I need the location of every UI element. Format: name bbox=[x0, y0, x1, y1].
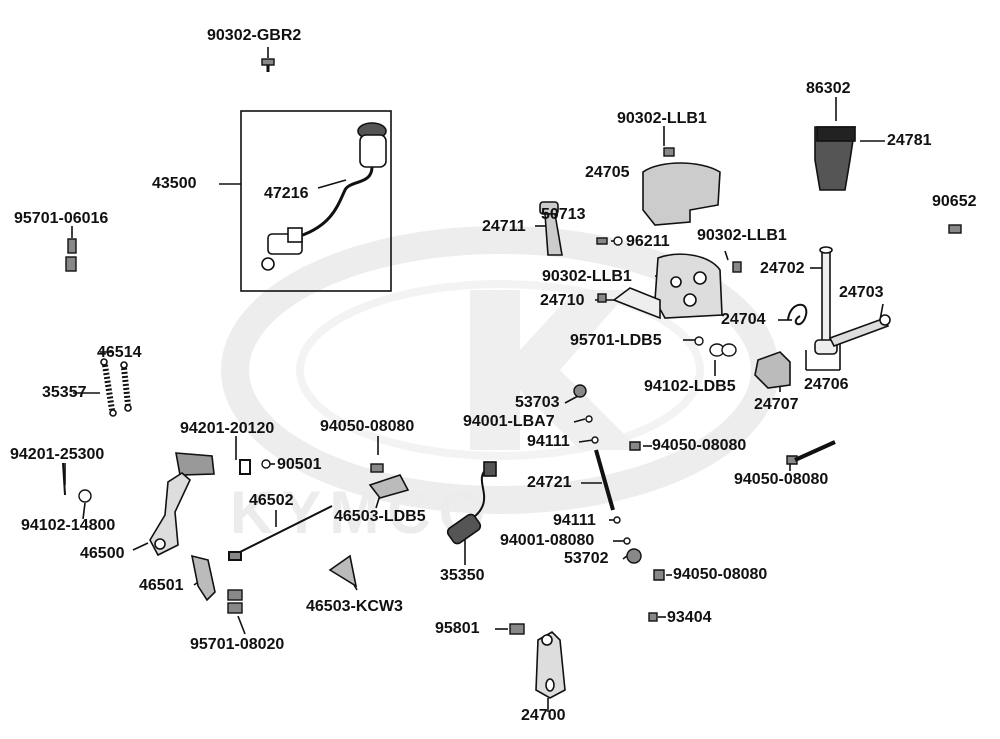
label-94001-08080: 94001-08080 bbox=[500, 532, 595, 549]
label-24710: 24710 bbox=[540, 292, 585, 309]
label-94111-bot: 94111 bbox=[553, 512, 596, 529]
label-43500: 43500 bbox=[152, 175, 197, 192]
label-90302-llb1-mid: 90302-LLB1 bbox=[542, 268, 632, 285]
label-47216: 47216 bbox=[264, 185, 309, 202]
label-46501: 46501 bbox=[139, 577, 184, 594]
label-46514: 46514 bbox=[97, 344, 142, 361]
label-24705: 24705 bbox=[585, 164, 630, 181]
label-53703: 53703 bbox=[515, 394, 560, 411]
label-24703: 24703 bbox=[839, 284, 884, 301]
label-24707: 24707 bbox=[754, 396, 799, 413]
label-86302: 86302 bbox=[806, 80, 851, 97]
shaft-drawing bbox=[814, 246, 838, 355]
label-95801: 95801 bbox=[435, 620, 480, 637]
label-90652: 90652 bbox=[932, 193, 977, 210]
grip-drawing bbox=[814, 126, 856, 191]
label-35357: 35357 bbox=[42, 384, 87, 401]
label-96211: 96211 bbox=[626, 233, 670, 250]
label-24711: 24711 bbox=[482, 218, 526, 235]
reservoir-assembly-drawing bbox=[261, 122, 387, 271]
cable-clip-drawing bbox=[328, 554, 358, 588]
label-24704: 24704 bbox=[721, 311, 766, 328]
label-94102-ldb5: 94102-LDB5 bbox=[644, 378, 736, 395]
label-46503-ldb5: 46503-LDB5 bbox=[334, 508, 426, 525]
bracket-drawing bbox=[612, 253, 723, 320]
label-94201-20120: 94201-20120 bbox=[180, 420, 275, 437]
leader-47216 bbox=[317, 179, 347, 189]
cable-drawing bbox=[228, 459, 333, 561]
cover-drawing bbox=[642, 162, 721, 226]
label-93404: 93404 bbox=[667, 609, 712, 626]
label-24721: 24721 bbox=[527, 474, 572, 491]
label-94201-25300: 94201-25300 bbox=[10, 446, 105, 463]
label-94102-14800: 94102-14800 bbox=[21, 517, 116, 534]
label-90302-llb1-right: 90302-LLB1 bbox=[697, 227, 787, 244]
label-95701-08020: 95701-08020 bbox=[190, 636, 285, 653]
spring-drawing bbox=[787, 303, 808, 326]
label-24702: 24702 bbox=[760, 260, 805, 277]
cable-bracket-drawing bbox=[368, 474, 410, 499]
label-24700: 24700 bbox=[521, 707, 566, 724]
switch-drawing bbox=[446, 461, 497, 545]
label-95701-06016: 95701-06016 bbox=[14, 210, 109, 227]
label-35350: 35350 bbox=[440, 567, 485, 584]
lower-arm-drawing bbox=[535, 631, 566, 699]
label-53702: 53702 bbox=[564, 550, 609, 567]
label-46503-kcw3: 46503-KCW3 bbox=[306, 598, 403, 615]
label-90501: 90501 bbox=[277, 456, 322, 473]
label-94050-08080-d: 94050-08080 bbox=[673, 566, 768, 583]
label-46502: 46502 bbox=[249, 492, 294, 509]
label-24706: 24706 bbox=[804, 376, 849, 393]
arm-drawing bbox=[190, 554, 216, 602]
bolt-drawing bbox=[794, 440, 836, 462]
label-94050-08080-a: 94050-08080 bbox=[320, 418, 415, 435]
label-90302-llb1-top: 90302-LLB1 bbox=[617, 110, 707, 127]
label-50713: 50713 bbox=[541, 206, 586, 223]
label-24781: 24781 bbox=[887, 132, 932, 149]
springs-drawing bbox=[62, 358, 132, 496]
small-bracket-drawing bbox=[754, 351, 791, 389]
label-90302-gbr2: 90302-GBR2 bbox=[207, 27, 302, 44]
label-95701-ldb5: 95701-LDB5 bbox=[570, 332, 662, 349]
pedal-drawing bbox=[149, 452, 215, 557]
pin-drawing bbox=[828, 314, 891, 347]
label-46500: 46500 bbox=[80, 545, 125, 562]
rod-drawing bbox=[594, 449, 615, 511]
label-94001-lba7: 94001-LBA7 bbox=[463, 413, 555, 430]
label-94050-08080-c: 94050-08080 bbox=[734, 471, 829, 488]
assembly-box-43500 bbox=[240, 110, 392, 292]
link-drawing bbox=[539, 201, 563, 256]
label-94050-08080-b: 94050-08080 bbox=[652, 437, 747, 454]
label-94111-top: 94111 bbox=[527, 433, 570, 450]
